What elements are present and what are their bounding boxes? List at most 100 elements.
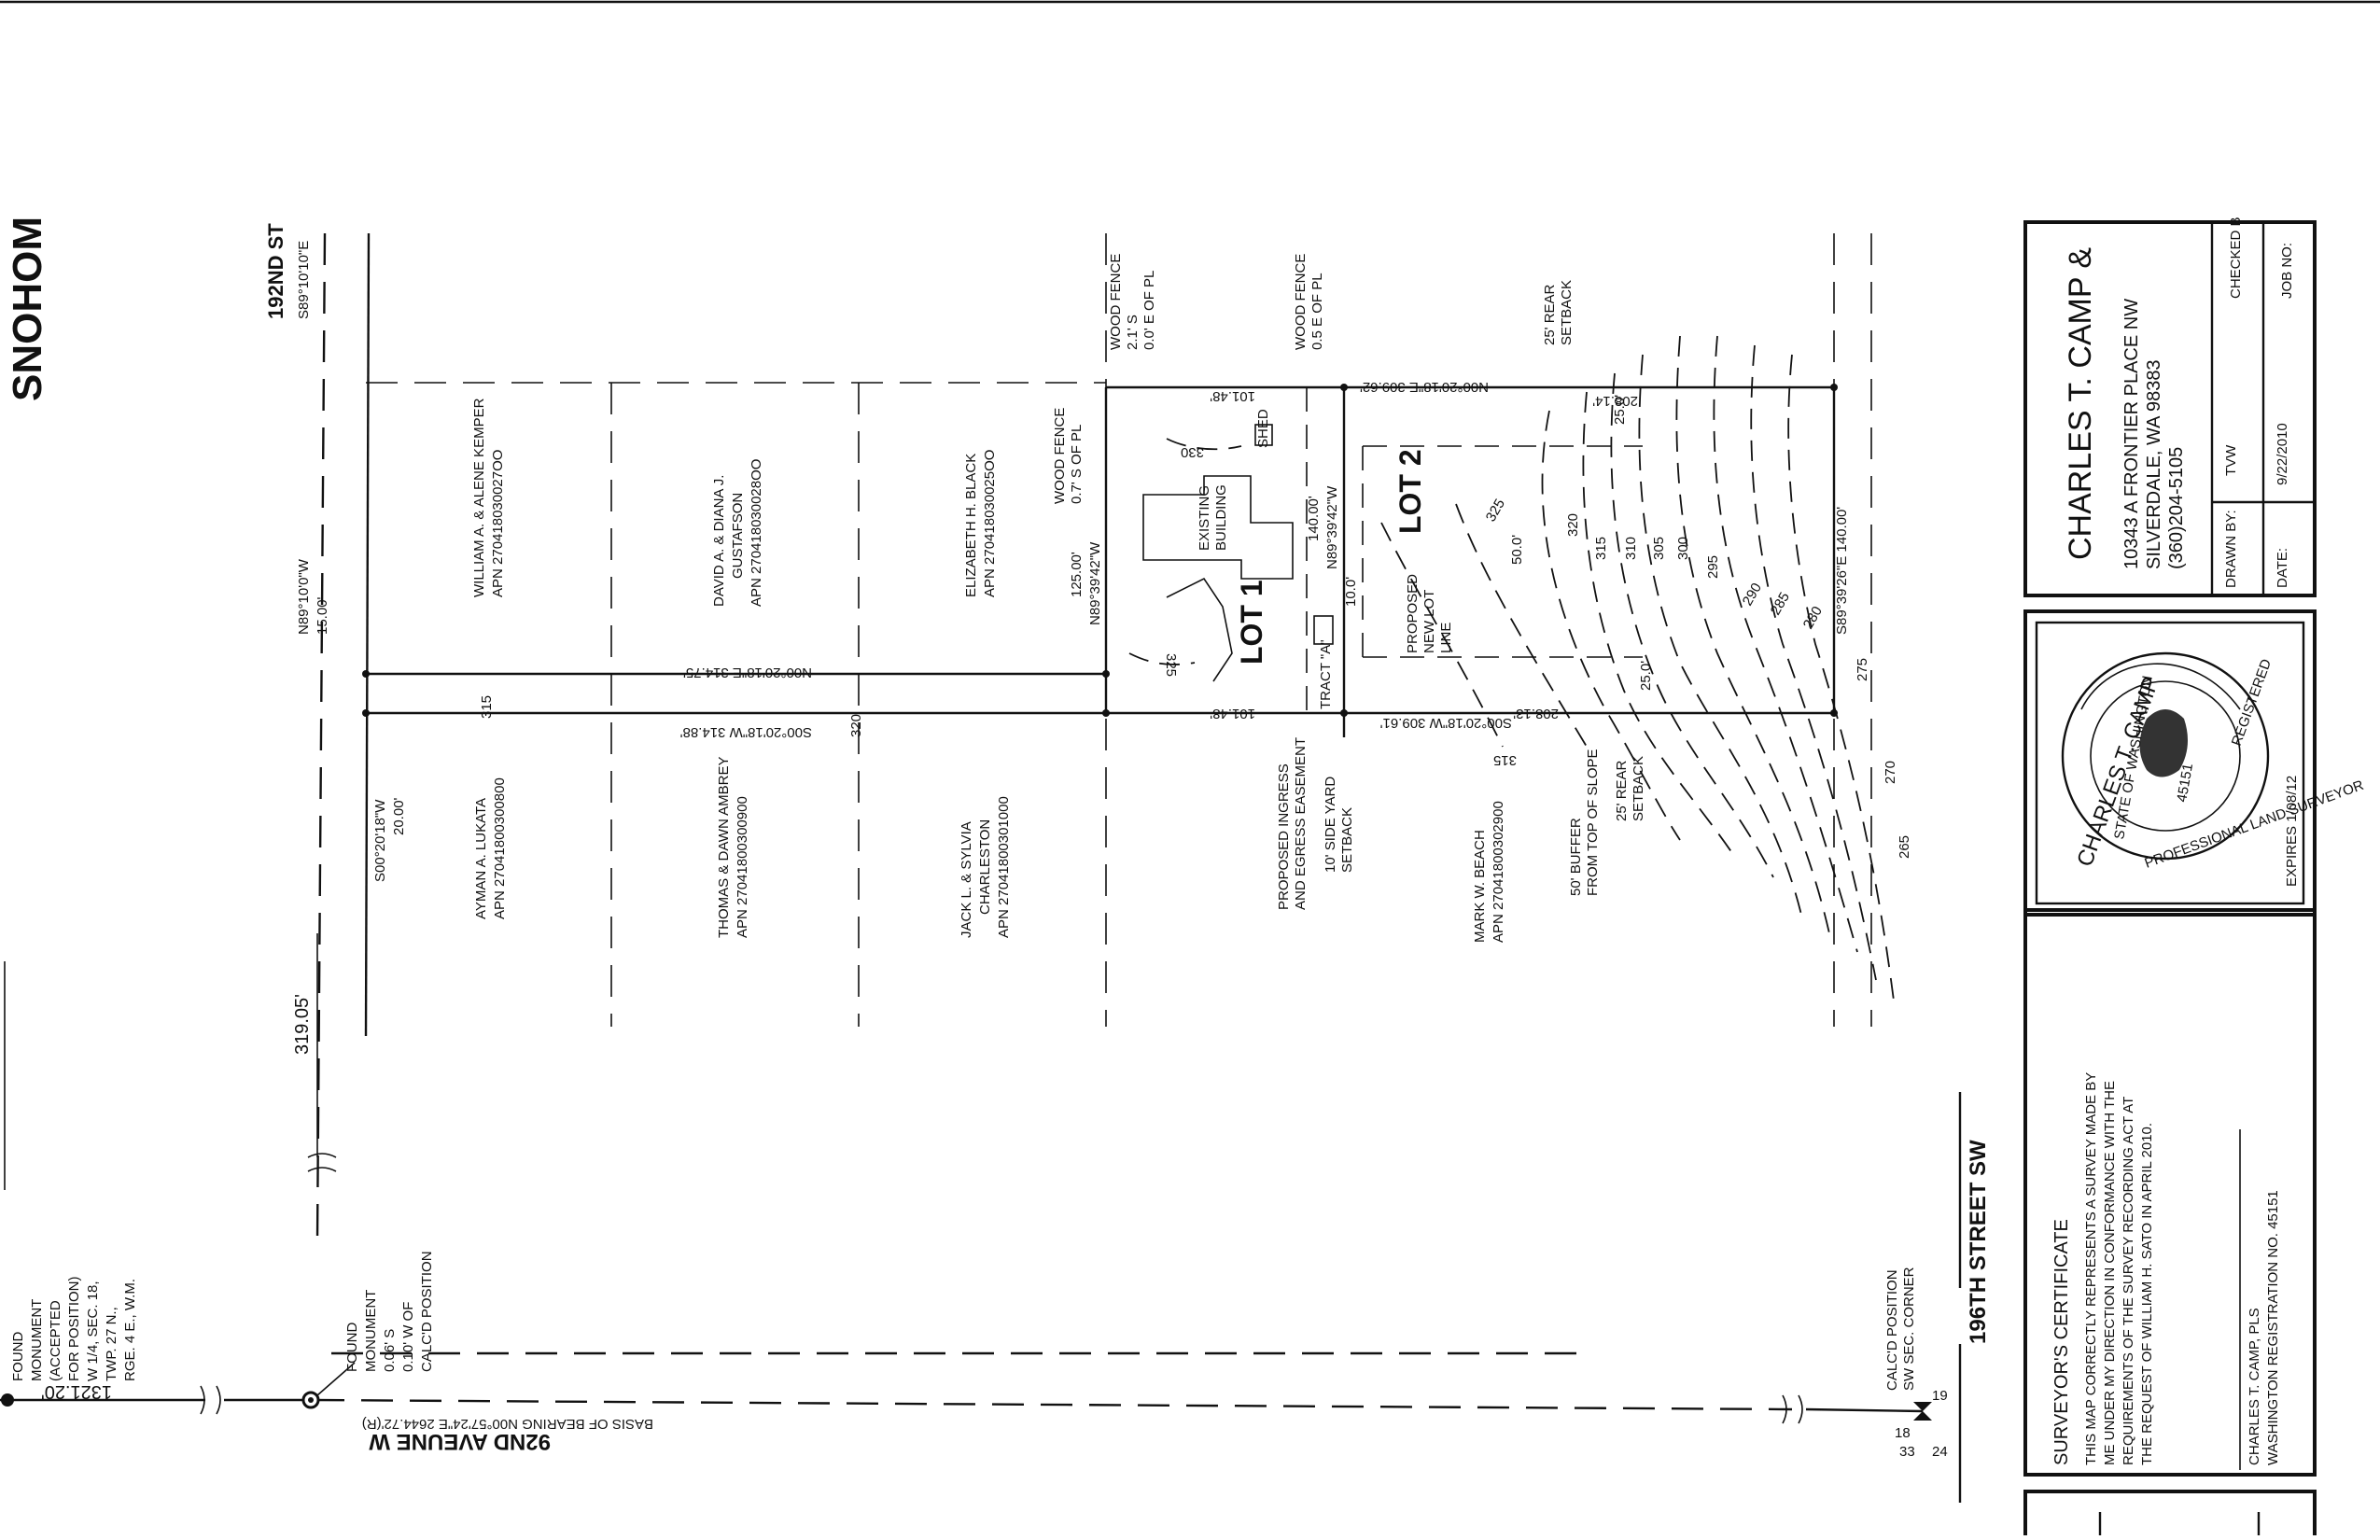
svg-text:CALC'D POSITION: CALC'D POSITION — [419, 1251, 435, 1372]
checked-label: CHECKED B — [2228, 217, 2244, 299]
driveway — [1166, 577, 1233, 682]
svg-text:APN 27041800301000: APN 27041800301000 — [996, 796, 1012, 938]
dist-50: 50.0' — [1509, 535, 1525, 565]
west-offset-bearing: S00°20'18"W — [372, 799, 388, 882]
svg-text:315: 315 — [479, 695, 495, 719]
surveyor-seal: CHARLES T. CAMP STATE OF WASHINGTON 4515… — [2061, 651, 2366, 887]
svg-text:315: 315 — [1593, 537, 1609, 560]
dist-25-a: 25.0' — [1612, 395, 1628, 425]
svg-text:THIS MAP CORRECTLY REPRESENTS: THIS MAP CORRECTLY REPRESENTS A SURVEY M… — [2083, 1072, 2099, 1465]
county-label: SNOHOM — [5, 217, 50, 401]
drawn-by-label: DRAWN BY: — [2223, 510, 2239, 588]
owner-charleston: JACK L. & SYLVIA CHARLESTON APN 27041800… — [959, 796, 1012, 938]
existing-building — [1142, 475, 1294, 580]
svg-text:(ACCEPTED: (ACCEPTED — [48, 1300, 63, 1381]
owner-gustafson: DAVID A. & DIANA J. GUSTAFSON APN 270418… — [711, 459, 764, 607]
line-east-bearing: N00°20'18"E 314.75' — [683, 665, 812, 680]
svg-text:SILVERDALE, WA 98383: SILVERDALE, WA 98383 — [2144, 359, 2164, 569]
rear-setback-bottom-label: 25' REAR SETBACK — [1614, 756, 1646, 821]
dist-10: 10.0' — [1343, 577, 1359, 607]
contours — [1128, 335, 1896, 1009]
dist-319: 319.05' — [292, 994, 313, 1055]
west-offset-dist: 20.00' — [391, 797, 407, 835]
svg-text:AND EGRESS EASEMENT: AND EGRESS EASEMENT — [1293, 737, 1309, 910]
side-yard-label: 10' SIDE YARD SETBACK — [1323, 777, 1355, 873]
lot-line-125: 125.00' — [1069, 552, 1085, 597]
svg-text:320: 320 — [848, 714, 864, 737]
svg-text:DAVID A. & DIANA J.: DAVID A. & DIANA J. — [711, 475, 727, 607]
svg-text:PROPOSED: PROPOSED — [1405, 574, 1421, 653]
dist-1321: 1321.20' — [41, 1381, 112, 1402]
svg-text:ELIZABETH H. BLACK: ELIZABETH H. BLACK — [963, 454, 979, 597]
svg-text:APN 270418030028OO: APN 270418030028OO — [749, 459, 764, 607]
svg-text:310: 310 — [1623, 537, 1639, 560]
calc-position-note: CALC'D POSITION SW SEC. CORNER — [1884, 1267, 1917, 1391]
owner-black: ELIZABETH H. BLACK APN 270418030025OO — [963, 450, 998, 597]
svg-text:0.10' W OF: 0.10' W OF — [400, 1302, 416, 1372]
corner-ticks — [362, 384, 1838, 717]
svg-text:ME UNDER MY DIRECTION IN CONFO: ME UNDER MY DIRECTION IN CONFORMANCE WIT… — [2102, 1081, 2118, 1465]
svg-text:WILLIAM A. & ALENE KEMPER: WILLIAM A. & ALENE KEMPER — [471, 398, 487, 597]
svg-text:25' REAR: 25' REAR — [1542, 284, 1558, 345]
dist-101-bottom: 101.48' — [1210, 706, 1255, 721]
svg-text:APN 27041800302900: APN 27041800302900 — [1491, 801, 1506, 943]
svg-text:290: 290 — [1740, 581, 1765, 609]
leader — [316, 1362, 356, 1396]
seal-inner-frame — [2035, 621, 2305, 905]
lot-line-140b: S89°39'26"E 140.00' — [1834, 507, 1850, 635]
svg-text:FOR POSITION): FOR POSITION) — [66, 1276, 82, 1381]
shed — [1254, 424, 1273, 446]
street-line-west — [315, 232, 327, 1242]
lot-line-140: 140.00' — [1306, 496, 1322, 541]
street-92nd: 92ND AVEUNE W — [369, 1429, 551, 1454]
svg-text:THOMAS & DAWN AMBREY: THOMAS & DAWN AMBREY — [716, 757, 732, 938]
wood-fence-1-label: WOOD FENCE 2.1' S 0.0' E OF PL — [1108, 254, 1157, 350]
svg-text:300: 300 — [1675, 537, 1691, 560]
seal-frame — [2023, 609, 2317, 917]
dist-101-top: 101.48' — [1210, 388, 1255, 404]
contour-labels: 330 325 325 320 320 315 315 315 310 305 … — [479, 444, 1912, 859]
certificate-frame — [2023, 908, 2317, 1477]
next-block-frame — [2023, 1490, 2317, 1540]
svg-text:MONUMENT: MONUMENT — [29, 1299, 45, 1381]
svg-text:305: 305 — [1651, 537, 1667, 560]
svg-text:SETBACK: SETBACK — [1339, 807, 1355, 873]
street-192nd: 192ND ST — [264, 223, 287, 319]
break-mark — [1782, 1394, 1803, 1424]
date-label: DATE: — [2275, 548, 2290, 588]
tract-a-label: TRACT "A" — [1318, 639, 1334, 709]
svg-text:CALC'D POSITION: CALC'D POSITION — [1884, 1269, 1900, 1391]
street-192nd-bearing: S89°10'10"E — [296, 241, 312, 319]
proposed-new-lot-line-label: PROPOSED NEW LOT LINE — [1405, 574, 1454, 653]
svg-text:295: 295 — [1705, 555, 1721, 579]
svg-text:APN 27041800300800: APN 27041800300800 — [492, 777, 508, 919]
line-west-bearing: S00°20'18"W 314.88' — [680, 724, 812, 740]
shed-label: SHED — [1255, 409, 1271, 448]
svg-text:10343 A FRONTIER PLACE NW: 10343 A FRONTIER PLACE NW — [2121, 299, 2142, 569]
sec-18: 18 — [1895, 1425, 1911, 1441]
svg-text:PROPOSED INGRESS: PROPOSED INGRESS — [1276, 763, 1292, 910]
company-address: 10343 A FRONTIER PLACE NW SILVERDALE, WA… — [2121, 299, 2187, 569]
sec-24: 24 — [1932, 1444, 1948, 1460]
sec-corner-symbol — [1913, 1402, 1932, 1421]
drawn-by: TVW — [2223, 444, 2239, 476]
monument-1-note: FOUND MONUMENT (ACCEPTED FOR POSITION) W… — [10, 1276, 138, 1381]
date-value: 9/22/2010 — [2275, 423, 2290, 485]
svg-text:10' SIDE YARD: 10' SIDE YARD — [1323, 777, 1338, 873]
svg-text:0.7' S OF PL: 0.7' S OF PL — [1069, 425, 1085, 504]
svg-text:FROM TOP OF SLOPE: FROM TOP OF SLOPE — [1585, 749, 1601, 896]
street-196th: 196TH STREET SW — [1966, 1140, 1991, 1344]
monument-found-center — [308, 1397, 314, 1403]
lot2-top: N00°20'18"E 309.62' — [1360, 379, 1489, 395]
svg-text:SETBACK: SETBACK — [1631, 756, 1646, 821]
svg-text:WOOD FENCE: WOOD FENCE — [1293, 254, 1309, 350]
sec-33: 33 — [1899, 1444, 1915, 1460]
centerline-92nd — [312, 1398, 1793, 1411]
break-mark — [307, 1153, 337, 1172]
svg-text:APN 270418030027OO: APN 270418030027OO — [490, 450, 506, 597]
basis-of-bearing: BASIS OF BEARING N00°57'24"E 2644.72'(R) — [362, 1416, 653, 1432]
street-line-east — [364, 232, 371, 1037]
svg-text:NEW LOT: NEW LOT — [1421, 590, 1437, 653]
svg-text:330: 330 — [1181, 444, 1204, 460]
svg-text:2.1' S: 2.1' S — [1125, 315, 1141, 350]
